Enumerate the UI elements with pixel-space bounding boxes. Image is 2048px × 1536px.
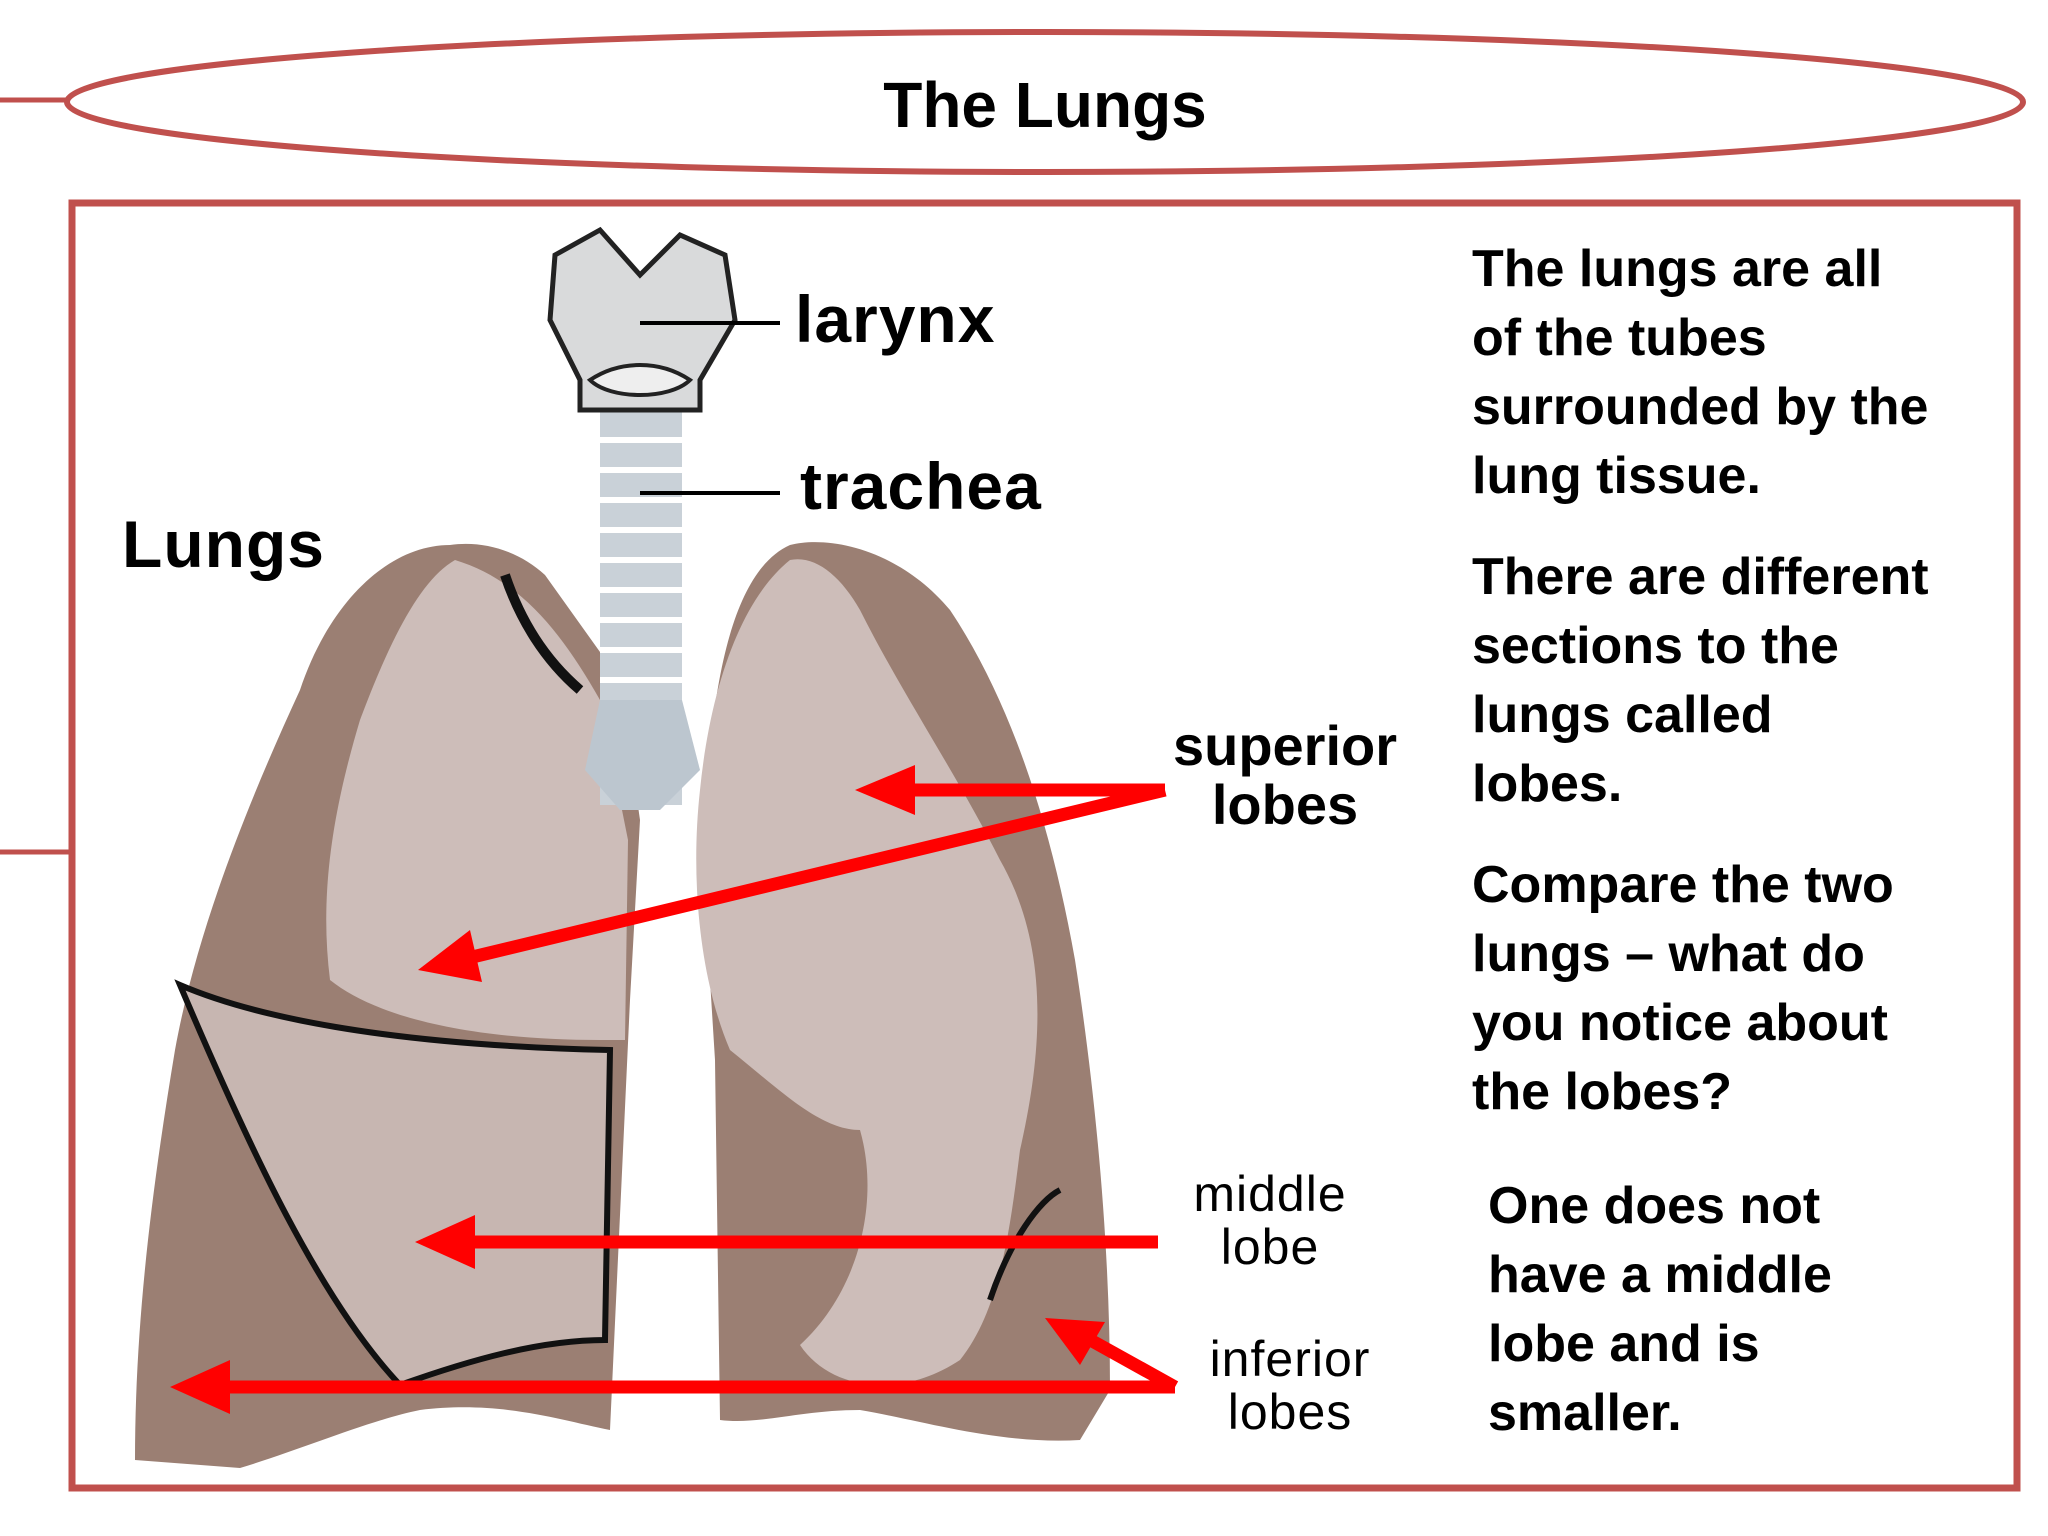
paragraph-2: There are different sections to the lung… (1472, 543, 2012, 819)
paragraph-4-line: have a middle (1488, 1246, 1832, 1304)
paragraph-1: The lungs are all of the tubes surrounde… (1472, 235, 2012, 511)
content-box (68, 199, 2021, 1492)
superior-arrow-b-shaft (458, 783, 1167, 967)
superior-arrow-a-head (855, 765, 915, 815)
superior-label-line-2: lobes (1211, 773, 1359, 837)
inferior-label-line-1: inferior (1209, 1331, 1371, 1387)
paragraph-1-line: surrounded by the (1472, 378, 1929, 436)
middle-label-line-1: middle (1193, 1166, 1347, 1222)
superior-lobes-label: superior lobes (1140, 716, 1430, 835)
paragraph-3: Compare the two lungs – what do you noti… (1472, 851, 2012, 1127)
paragraph-2-line: sections to the (1472, 617, 1839, 675)
inferior-lobes-label: inferior lobes (1180, 1333, 1400, 1439)
paragraph-1-line: lung tissue. (1472, 447, 1761, 505)
paragraph-3-line: the lobes? (1472, 1063, 1733, 1121)
page-title: The Lungs (883, 69, 1207, 141)
paragraph-2-line: lungs called (1472, 686, 1773, 744)
middle-arrow-head (415, 1215, 475, 1269)
inferior-label-line-2: lobes (1227, 1384, 1353, 1440)
middle-label-line-2: lobe (1220, 1219, 1320, 1275)
middle-lobe-label: middle lobe (1165, 1168, 1375, 1274)
trachea-label: trachea (800, 449, 1042, 523)
inferior-arrow-b-shaft (1081, 1331, 1179, 1393)
larynx-label: larynx (795, 282, 996, 356)
paragraph-4-line: One does not (1488, 1177, 1821, 1235)
larynx-ring (586, 363, 694, 397)
left-lung-fissure (987, 1187, 1062, 1301)
right-lung-fissure (500, 573, 584, 694)
right-lung-middle (174, 979, 614, 1389)
title-banner (64, 29, 2026, 175)
superior-label-line-1: superior (1172, 714, 1398, 777)
paragraph-4: One does not have a middle lobe and is s… (1488, 1172, 2028, 1448)
paragraph-3-line: Compare the two (1472, 856, 1894, 914)
inferior-arrow-a-head (170, 1360, 230, 1414)
inferior-arrow-b-head (1045, 1318, 1105, 1365)
paragraph-2-line: lobes. (1472, 755, 1623, 813)
red-arrows (170, 765, 1179, 1414)
paragraph-2-line: There are different (1472, 548, 1929, 606)
trachea-rings (600, 437, 682, 683)
trachea-fork (585, 700, 700, 810)
paragraph-1-line: The lungs are all (1472, 240, 1883, 298)
paragraph-1-line: of the tubes (1472, 309, 1767, 367)
left-lung-superior (696, 559, 1038, 1386)
paragraph-3-line: you notice about (1472, 994, 1888, 1052)
superior-arrow-b-head (418, 930, 482, 982)
paragraph-4-line: smaller. (1488, 1384, 1682, 1442)
paragraph-3-line: lungs – what do (1472, 925, 1865, 983)
paragraph-4-line: lobe and is (1488, 1315, 1760, 1373)
right-lung-superior (326, 560, 628, 1040)
larynx-shape (547, 226, 738, 413)
lungs-label: Lungs (122, 507, 325, 581)
